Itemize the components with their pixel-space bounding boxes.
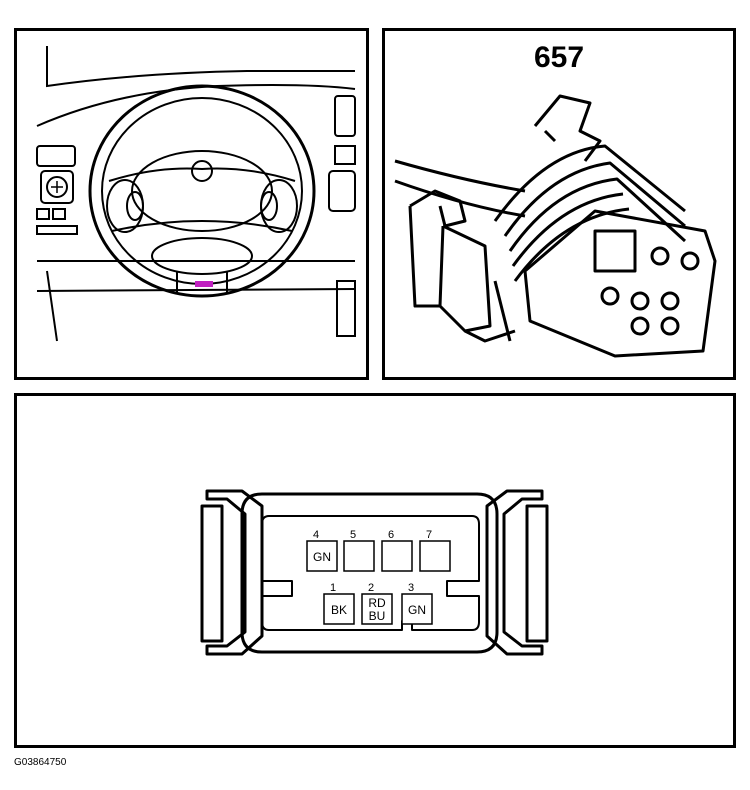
connector-face-diagram [200, 489, 549, 656]
connector-illustration [394, 94, 717, 358]
dashboard-illustration [36, 46, 356, 342]
connector-inner-cavity [261, 515, 480, 631]
connector-perspective-panel: 657 [382, 28, 736, 380]
figure-code: G03864750 [14, 757, 67, 768]
dashboard-view-panel [14, 28, 369, 380]
connector-outer-shell [240, 492, 499, 654]
right-lock-tab [485, 489, 544, 656]
left-lock-tab [205, 489, 264, 656]
connector-number: 657 [533, 41, 585, 74]
